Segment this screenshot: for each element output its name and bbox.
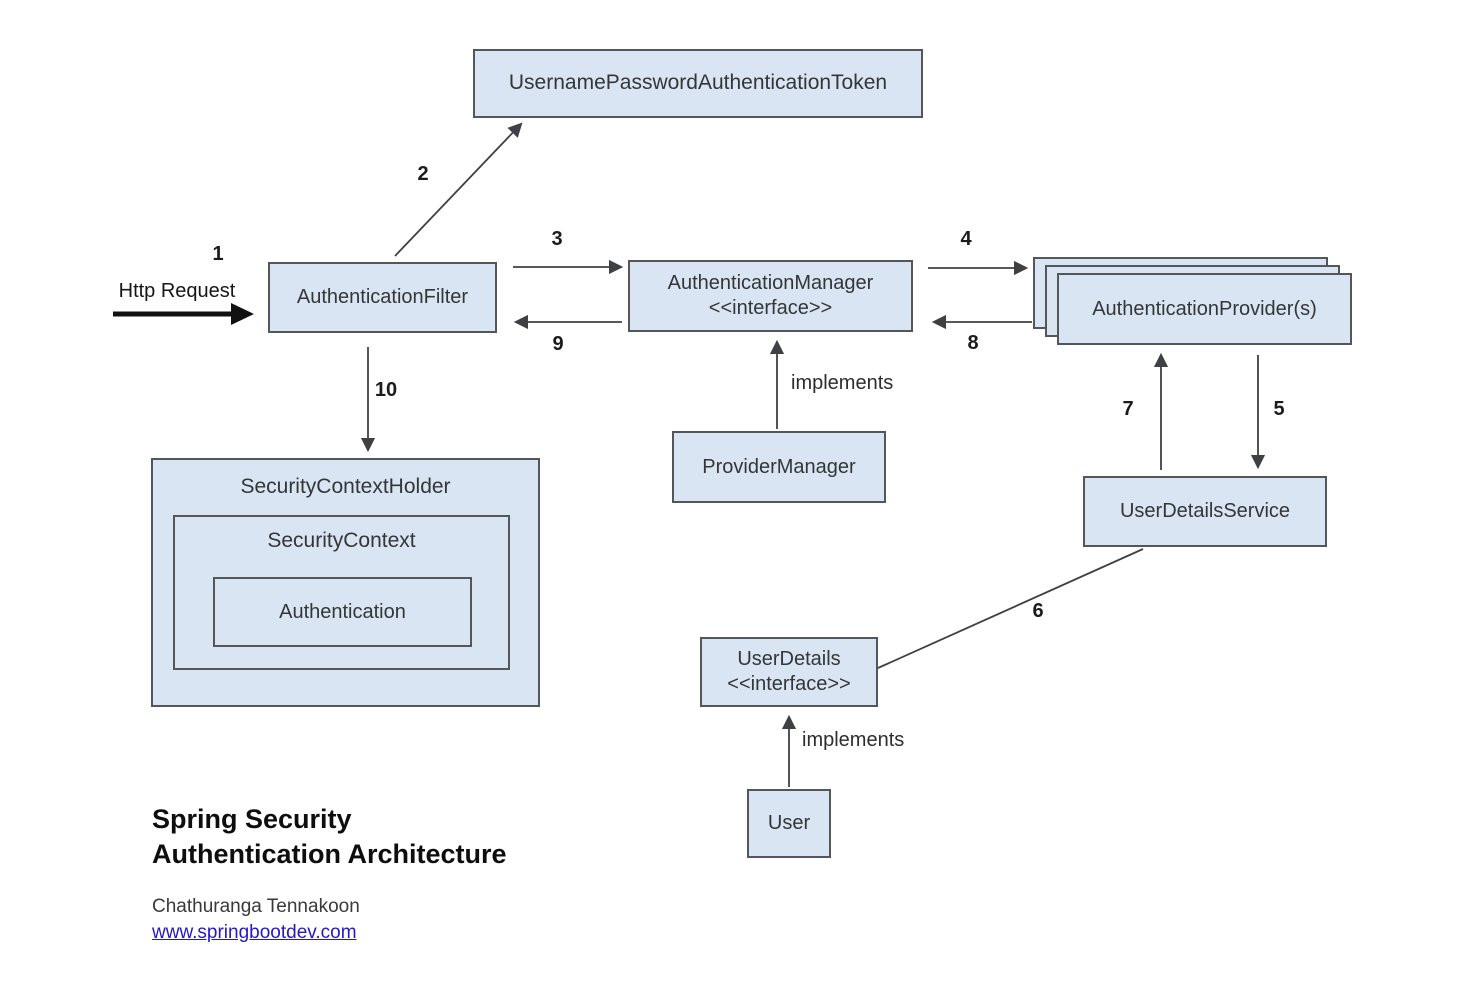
website-link[interactable]: www.springbootdev.com bbox=[152, 921, 357, 943]
node-label: SecurityContext bbox=[267, 529, 416, 552]
node-authentication-provider: AuthenticationProvider(s) bbox=[1057, 273, 1352, 345]
node-user: User bbox=[747, 789, 831, 858]
node-label: Authentication bbox=[279, 600, 406, 623]
node-user-details-service: UserDetailsService bbox=[1083, 476, 1327, 547]
step-2-label: 2 bbox=[417, 163, 429, 185]
node-username-password-authentication-token: UsernamePasswordAuthenticationToken bbox=[473, 49, 923, 118]
node-label: UserDetailsService bbox=[1119, 500, 1291, 522]
step-6-label: 6 bbox=[1032, 600, 1044, 622]
node-label: User bbox=[767, 812, 811, 834]
line-step-6 bbox=[877, 548, 1144, 669]
step-5-label: 5 bbox=[1273, 398, 1285, 420]
step-9-label: 9 bbox=[552, 333, 564, 355]
node-authentication-filter: AuthenticationFilter bbox=[268, 262, 497, 333]
step-1-label: 1 bbox=[212, 243, 224, 265]
step-8-label: 8 bbox=[967, 332, 979, 354]
diagram-title-line2: Authentication Architecture bbox=[152, 839, 507, 870]
diagram-title: Spring Security Authentication Architect… bbox=[152, 802, 507, 872]
node-stereotype: <<interface>> bbox=[727, 673, 851, 695]
node-provider-manager: ProviderManager bbox=[672, 431, 886, 503]
step-3-label: 3 bbox=[551, 228, 563, 250]
step-7-label: 7 bbox=[1122, 398, 1134, 420]
node-label: UsernamePasswordAuthenticationToken bbox=[508, 71, 888, 95]
node-label: SecurityContextHolder bbox=[240, 475, 451, 498]
node-label: UserDetails bbox=[737, 648, 841, 670]
step-10-label: 10 bbox=[374, 379, 398, 401]
diagram-title-line1: Spring Security bbox=[152, 804, 352, 834]
node-label: ProviderManager bbox=[702, 455, 856, 478]
author-name: Chathuranga Tennakoon bbox=[152, 896, 360, 917]
node-stereotype: <<interface>> bbox=[708, 297, 833, 319]
node-security-context-holder: SecurityContextHolder SecurityContext Au… bbox=[151, 458, 540, 707]
node-label: AuthenticationManager bbox=[667, 272, 874, 294]
diagram-credit: Chathuranga Tennakoon www.springbootdev.… bbox=[152, 894, 360, 945]
http-request-arrowhead bbox=[231, 303, 254, 325]
node-label: AuthenticationProvider(s) bbox=[1092, 297, 1317, 320]
step-4-label: 4 bbox=[960, 228, 972, 250]
node-user-details: UserDetails <<interface>> bbox=[700, 637, 878, 707]
node-authentication: Authentication bbox=[213, 577, 472, 647]
implements-manager-label: implements bbox=[791, 372, 894, 394]
node-label: AuthenticationFilter bbox=[296, 286, 469, 308]
arrow-step-2 bbox=[394, 122, 523, 257]
node-authentication-providers-stack: AuthenticationProvider(s) bbox=[1033, 257, 1353, 347]
node-security-context: SecurityContext Authentication bbox=[173, 515, 510, 670]
node-authentication-manager: AuthenticationManager <<interface>> bbox=[628, 260, 913, 332]
http-request-label: Http Request bbox=[118, 280, 236, 302]
implements-user-label: implements bbox=[802, 729, 905, 751]
